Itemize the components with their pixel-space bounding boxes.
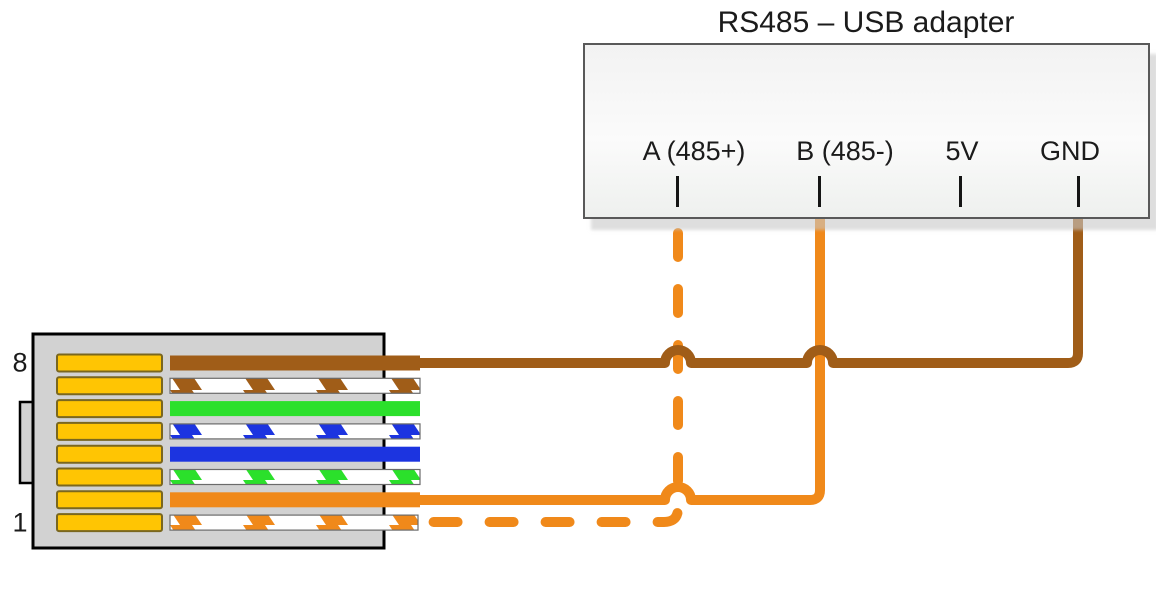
wire-band-brown-white <box>169 377 421 394</box>
pin-label-8: 8 <box>12 347 28 378</box>
terminal-tick-5v <box>959 176 962 207</box>
wire-band-orange-white <box>169 514 419 531</box>
rj45-pins <box>56 353 163 533</box>
wire-pin1-to-a-dashed <box>419 228 683 527</box>
rj45-connector <box>18 332 421 550</box>
pin-label-1: 1 <box>12 507 28 538</box>
terminal-label-a: A (485+) <box>642 136 746 166</box>
terminal-tick-a <box>676 176 679 207</box>
wire-band-brown <box>170 355 420 371</box>
terminal-tick-b <box>818 176 821 207</box>
wire-band-green <box>170 401 420 417</box>
wire-pin8-to-gnd <box>390 218 1083 368</box>
terminal-label-b: B (485-) <box>796 136 894 166</box>
wire-band-orange <box>170 492 420 508</box>
adapter-box <box>583 43 1150 219</box>
adapter-title: RS485 – USB adapter <box>717 6 1015 39</box>
rj45-wires <box>169 355 421 531</box>
wire-band-green-white <box>169 468 421 486</box>
wire-pin2-to-b <box>390 218 825 505</box>
terminal-label-5v: 5V <box>945 136 979 166</box>
terminal-tick-gnd <box>1077 176 1080 207</box>
wire-band-blue <box>170 446 420 462</box>
terminal-label-gnd: GND <box>1040 136 1100 166</box>
wire-band-blue-white <box>169 423 421 440</box>
